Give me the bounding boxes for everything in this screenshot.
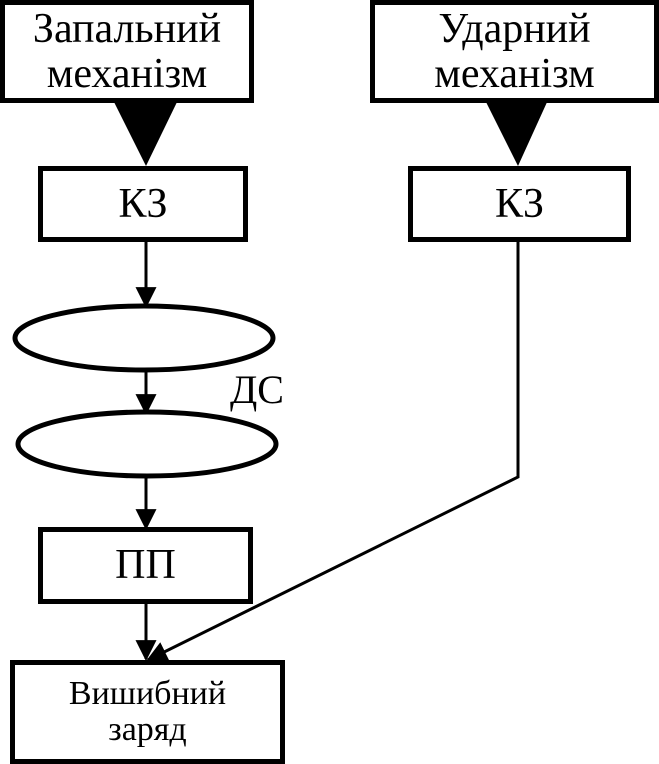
kz-right-box: КЗ xyxy=(408,166,631,242)
pp-box: ПП xyxy=(38,527,253,604)
impact-mechanism-line1: Ударний xyxy=(438,6,591,53)
kz-left-box: КЗ xyxy=(38,166,248,242)
right-triangle-pointer xyxy=(485,100,548,166)
impact-mechanism-line2: механізм xyxy=(434,50,595,97)
ignition-mechanism-box: Запальний механізм xyxy=(0,0,254,103)
expelling-charge-line2: заряд xyxy=(108,711,187,748)
expelling-charge-box: Вишибний заряд xyxy=(10,660,285,764)
kz-right-label: КЗ xyxy=(494,180,545,227)
ds-label: ДС xyxy=(230,367,284,412)
impact-mechanism-box: Ударний механізм xyxy=(370,0,659,103)
kz-left-label: КЗ xyxy=(118,180,168,227)
ds-ellipse-bottom xyxy=(15,409,279,479)
arrow-right-kz-to-charge xyxy=(146,240,520,662)
pp-label: ПП xyxy=(115,542,176,589)
expelling-charge-line1: Вишибний xyxy=(68,675,227,713)
ignition-mechanism-line2: механізм xyxy=(46,50,208,97)
left-triangle-pointer xyxy=(113,100,178,166)
ignition-mechanism-line1: Запальний xyxy=(32,6,222,53)
ds-ellipse-top xyxy=(12,303,276,373)
